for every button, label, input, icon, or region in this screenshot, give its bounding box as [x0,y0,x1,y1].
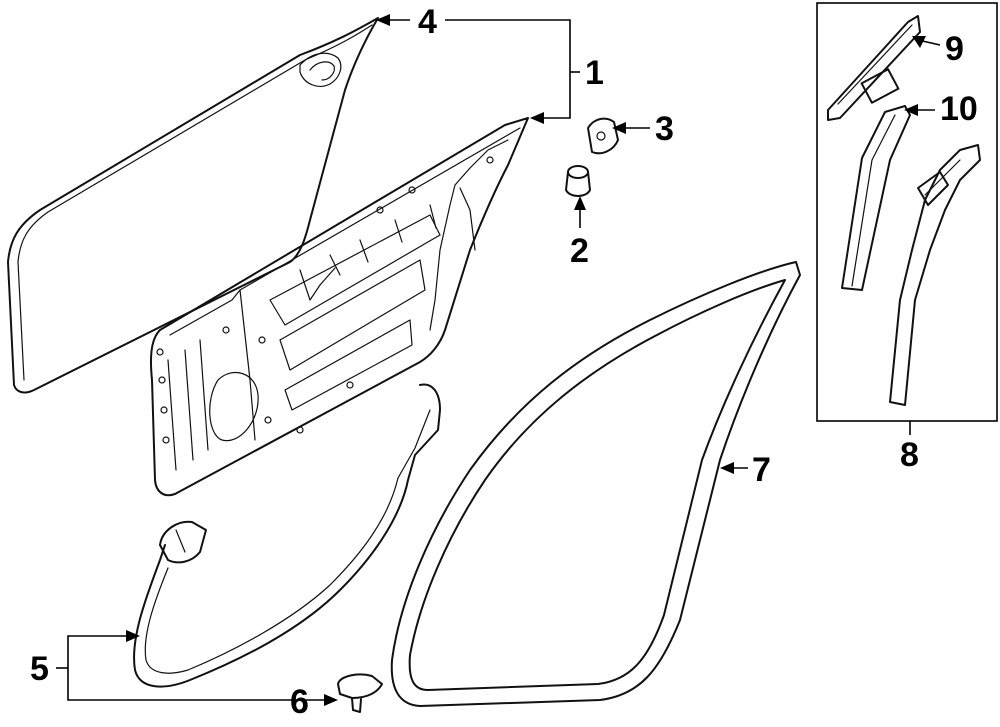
body-weatherstrip [390,261,801,707]
callout-5: 5 [30,650,49,688]
callout-9: 9 [945,30,964,68]
arrowheads [126,14,926,706]
callout-2: 2 [570,232,589,270]
callout-1: 1 [585,54,604,92]
door-outer-panel [7,17,379,394]
window-channel-group [816,2,998,422]
callout-6: 6 [290,683,309,721]
callout-8: 8 [900,436,919,474]
retainer-clip [337,673,383,713]
hinge-plate [587,117,619,155]
callout-10: 10 [940,90,978,128]
callout-7: 7 [752,451,771,489]
door-bumper [565,165,591,197]
door-inner-frame [150,117,529,497]
callout-4: 4 [418,3,437,41]
callout-3: 3 [655,110,674,148]
door-seal [133,383,441,688]
leader-lines [56,19,941,701]
